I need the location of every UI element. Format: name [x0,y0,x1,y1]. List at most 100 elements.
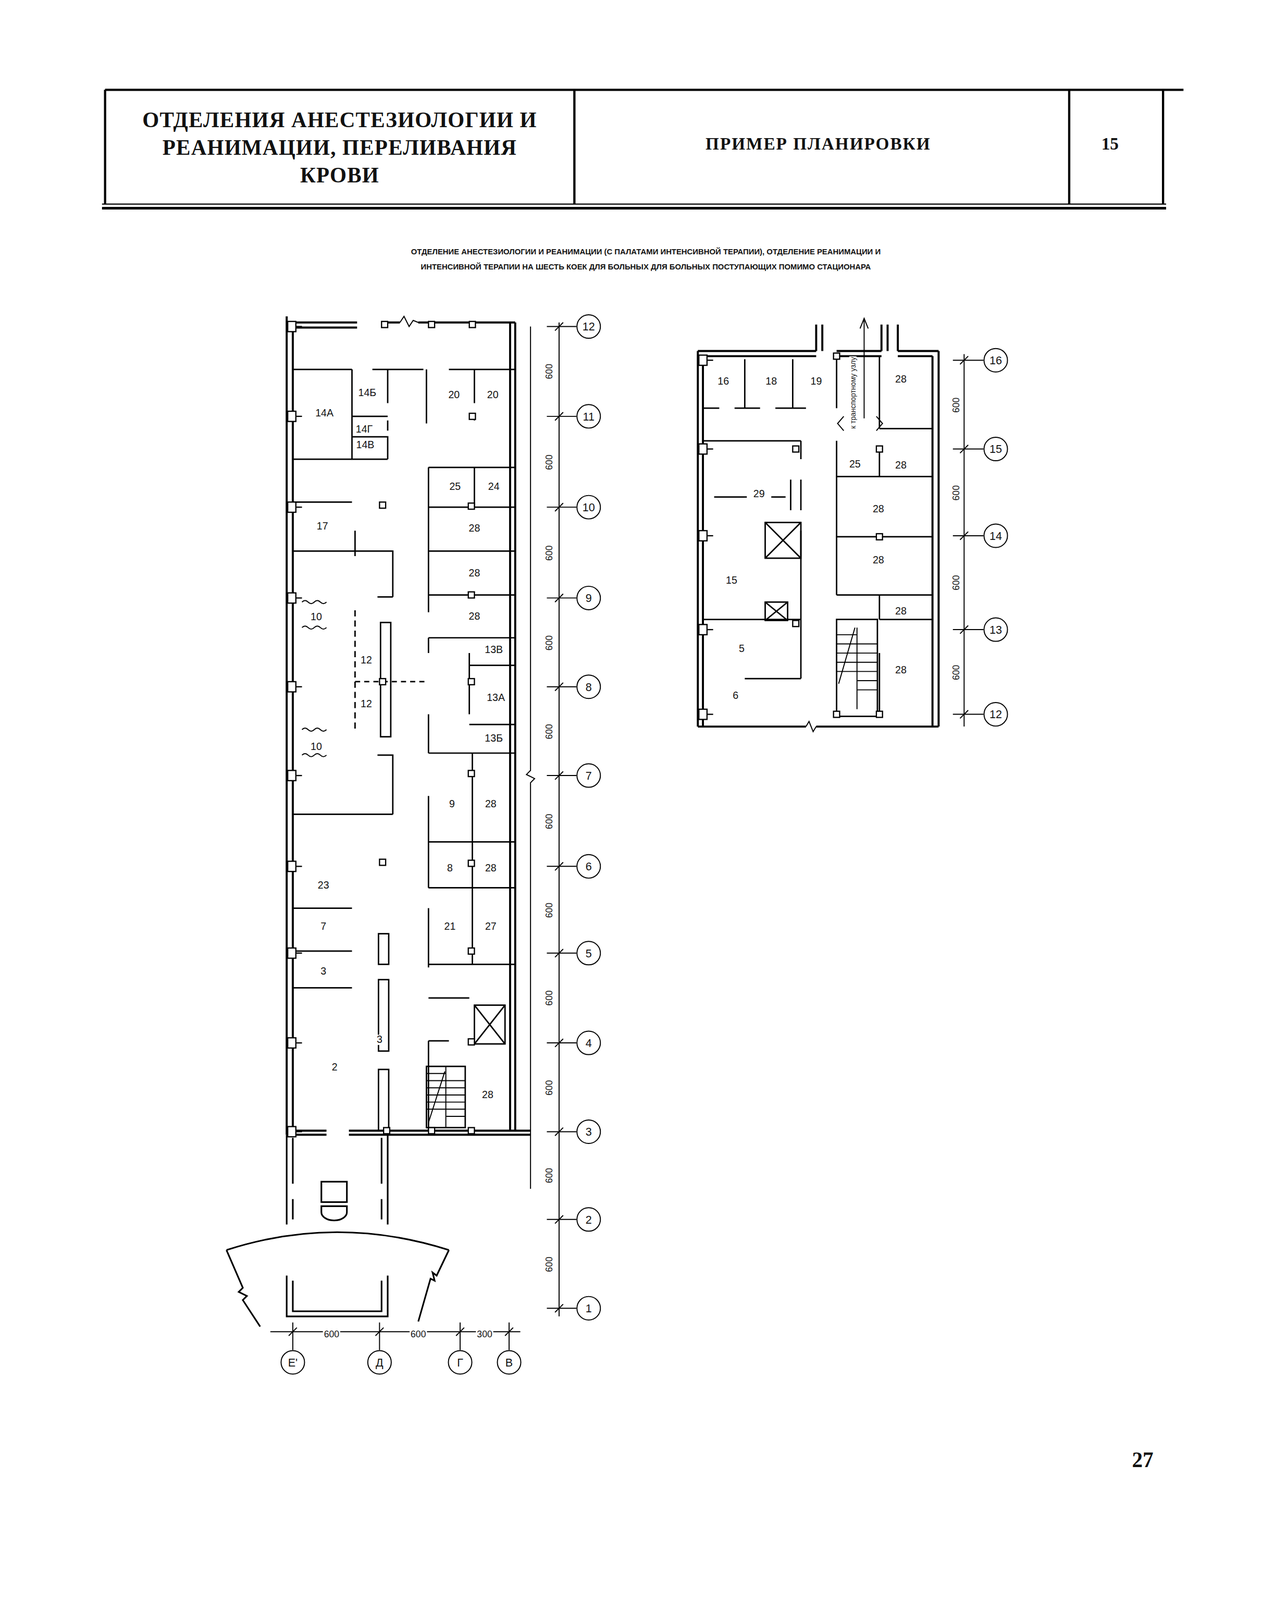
room-number: 18 [764,376,778,388]
elevator [474,1005,505,1044]
wall-column [287,770,296,781]
transport-arrow [837,416,883,431]
axis-mark: Д [375,1356,384,1368]
wall-column [295,597,303,599]
room-number: 20 [447,389,461,401]
column [468,502,475,510]
axis-bubble: 1 [576,1295,601,1321]
exterior-wall [510,322,516,1131]
wall-column [698,354,708,366]
dimension-line [953,710,984,719]
break-line [526,326,535,1190]
drawing-caption: ОТДЕЛЕНИЕ АНЕСТЕЗИОЛОГИИ И РЕАНИМАЦИИ (С… [390,243,901,275]
staircase [426,619,877,1128]
room-number: 28 [871,554,886,566]
column [468,1127,475,1134]
elevator [765,522,802,559]
wall-column [698,530,708,541]
elevator [765,522,802,559]
column [469,413,476,420]
partition [378,933,389,965]
entrance [226,1134,450,1327]
axis-mark: 3 [585,1126,592,1138]
room-number: 24 [487,481,501,492]
room-number: 28 [894,605,908,617]
wall-column [295,1042,303,1044]
axis-mark: 4 [585,1036,592,1049]
room-number: 25 [848,459,862,470]
axis-bubble: 15 [983,436,1009,462]
axis-bubble: В [497,1349,522,1375]
axis-bubble: 12 [576,314,601,339]
dimension-line [546,1127,577,1136]
column [468,1038,475,1045]
partition [292,368,516,370]
column [876,711,883,718]
room-number: 6 [731,690,740,702]
title-frame [102,203,1167,205]
dimension-line [546,771,577,780]
room-number: 28 [484,798,498,810]
exterior-wall [697,725,939,728]
room-number: 28 [484,862,498,874]
axis-mark: 14 [989,529,1002,542]
wall-column [698,443,708,455]
exterior-wall [697,351,939,727]
dimension: 600 [545,812,555,830]
room-number: 20 [486,389,500,401]
axis-mark: 16 [989,354,1002,366]
wall-column [287,592,296,604]
elevator [474,522,801,1044]
column [468,770,475,777]
dimension-line [375,1322,385,1351]
staircase [426,1066,465,1128]
axis-bubble: Е' [280,1349,305,1375]
column [792,620,799,627]
dimension: 600 [545,722,555,740]
window [302,625,327,629]
dimension-line [504,1322,514,1351]
column [469,321,476,328]
dimension-line [953,355,984,365]
exterior-wall [286,322,516,328]
wall-column [707,535,714,537]
sheet-title: ОТДЕЛЕНИЯ АНЕСТЕЗИОЛОГИИ И РЕАНИМАЦИИ, П… [135,106,544,190]
dimension: 600 [952,663,962,681]
dimension-line [546,322,577,331]
exterior-wall [815,324,898,352]
axis-bubble: 14 [983,523,1009,548]
entrance [321,1205,348,1220]
axis-mark: 11 [583,410,595,423]
dimension: 600 [952,396,962,414]
dimension-line [288,1322,298,1351]
entrance [286,1134,388,1224]
wall-column [287,321,713,1137]
staircase [426,1066,465,1128]
room-number: 23 [316,880,331,892]
partition [428,997,469,1131]
wall-column [698,624,708,635]
axis-mark: В [505,1356,513,1368]
partition [428,467,515,968]
column [468,947,475,955]
column [833,711,840,718]
wall-column [287,411,296,422]
wall-column [287,947,296,959]
staircase [836,627,878,710]
break-line [806,721,817,732]
wall-column [287,501,296,513]
axis-mark: 8 [585,681,592,693]
axis-bubble: 13 [983,617,1009,642]
dimension: 600 [545,362,555,380]
dimension-line [546,1215,577,1224]
axis-bubble: 9 [576,585,601,611]
room-number: 13Б [483,733,504,745]
room-number: 19 [809,376,824,388]
partition [292,908,353,988]
title-frame [102,89,1184,208]
wall-column [295,1130,303,1132]
column [379,859,386,866]
column [379,321,883,1134]
room-number: 28 [894,374,908,386]
dimension-line [546,594,577,603]
